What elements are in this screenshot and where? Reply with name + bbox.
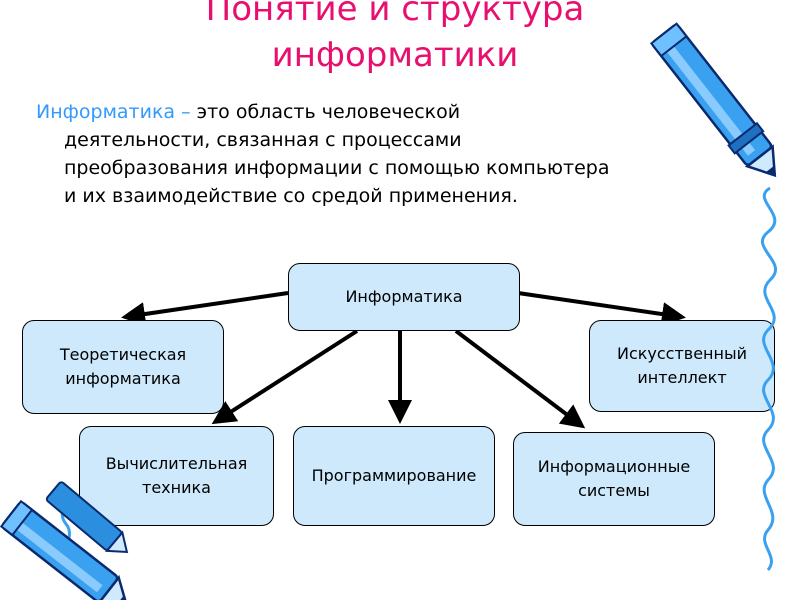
node-infosys-line-2: системы bbox=[578, 481, 650, 500]
arrow-to-theoretical bbox=[121, 291, 289, 326]
node-artificial-intelligence: Искусственный интеллект bbox=[589, 320, 775, 412]
definition-line-1: это область человеческой bbox=[196, 101, 461, 123]
node-theoretical-line-2: информатика bbox=[65, 369, 181, 388]
node-information-systems: Информационные системы bbox=[513, 432, 715, 526]
arrow-to-ai bbox=[517, 291, 686, 326]
definition-text: Информатика – это область человеческой д… bbox=[36, 98, 756, 210]
slide-title: Понятие и структура информатики bbox=[0, 0, 790, 78]
node-computing-line-1: Вычислительная bbox=[105, 454, 248, 473]
arrow-to-computing bbox=[211, 329, 359, 425]
node-theoretical-line-1: Теоретическая bbox=[59, 345, 187, 364]
node-ai-line-2: интеллект bbox=[637, 368, 727, 387]
node-ai-line-1: Искусственный bbox=[616, 344, 748, 363]
node-programming: Программирование bbox=[293, 426, 495, 526]
node-computing-hardware: Вычислительная техника bbox=[79, 426, 274, 526]
node-informatics-label: Информатика bbox=[345, 287, 463, 306]
definition-term: Информатика bbox=[36, 101, 176, 123]
definition-line-4: и их взаимодействие со средой применения… bbox=[64, 185, 518, 207]
definition-line-2: деятельности, связанная с процессами bbox=[64, 129, 462, 151]
node-theoretical-informatics: Теоретическая информатика bbox=[22, 320, 224, 414]
slide-title-line-1: Понятие и структура bbox=[205, 0, 585, 29]
node-programming-label: Программирование bbox=[311, 466, 477, 485]
arrow-to-infosys bbox=[454, 329, 586, 429]
node-infosys-line-1: Информационные bbox=[537, 457, 691, 476]
node-computing-line-2: техника bbox=[142, 478, 211, 497]
definition-line-3: преобразования информации с помощью комп… bbox=[64, 157, 610, 179]
definition-dash: – bbox=[175, 101, 197, 123]
node-informatics: Информатика bbox=[288, 263, 520, 331]
slide-title-line-2: информатики bbox=[271, 35, 519, 75]
